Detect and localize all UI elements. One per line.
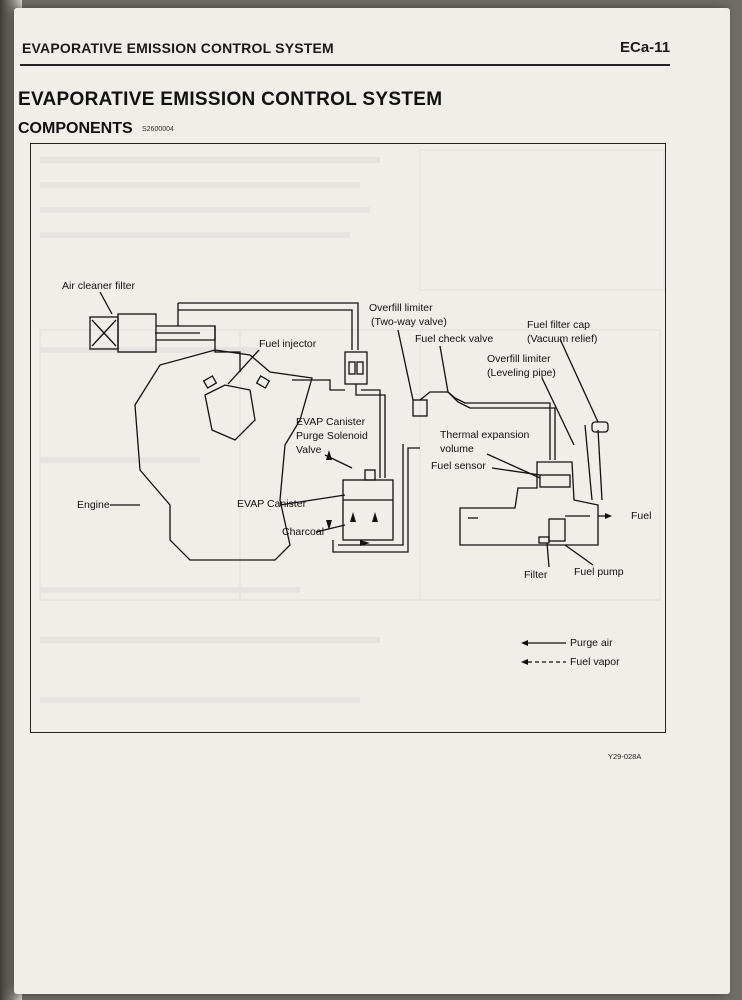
label-fuel: Fuel xyxy=(631,510,652,522)
components-diagram xyxy=(30,143,666,733)
fuel-tank-shape xyxy=(459,461,599,546)
figure-code: Y29-028A xyxy=(608,752,642,761)
label-leveling-pipe: (Leveling pipe) xyxy=(487,367,556,379)
label-evap-canister-purge-3: Valve xyxy=(296,444,322,456)
label-charcoal: Charcoal xyxy=(282,526,325,538)
label-filter: Filter xyxy=(524,569,548,581)
label-evap-canister: EVAP Canister xyxy=(237,498,307,510)
section-code: S2600004 xyxy=(142,126,174,133)
label-fuel-pump: Fuel pump xyxy=(574,566,624,578)
label-fuel-sensor: Fuel sensor xyxy=(431,460,486,472)
two-way-valve-shape xyxy=(412,399,428,417)
label-evap-canister-purge-2: Purge Solenoid xyxy=(296,430,368,442)
fuel-pump-shape xyxy=(548,518,566,542)
label-thermal-expansion: Thermal expansion xyxy=(440,429,530,441)
label-fuel-injector: Fuel injector xyxy=(259,338,317,350)
fuel-filter-cap-shape xyxy=(591,421,609,433)
air-cleaner-filter-shape xyxy=(89,313,216,353)
label-thermal-expansion-volume: volume xyxy=(440,443,474,455)
label-vacuum-relief: (Vacuum relief) xyxy=(527,333,598,345)
label-overfill-limiter-two-way: Overfill limiter xyxy=(369,302,433,314)
page-number: ECa-11 xyxy=(620,39,671,56)
section-subtitle: COMPONENTS xyxy=(18,120,133,137)
label-engine: Engine xyxy=(77,499,110,511)
label-evap-canister-purge-1: EVAP Canister xyxy=(296,416,366,428)
header-rule xyxy=(20,64,670,66)
label-two-way-valve: (Two-way valve) xyxy=(371,316,447,328)
label-air-cleaner-filter: Air cleaner filter xyxy=(62,280,135,292)
label-overfill-limiter-leveling: Overfill limiter xyxy=(487,353,551,365)
legend-fuel-vapor: Fuel vapor xyxy=(570,656,620,668)
engine-shape xyxy=(134,349,313,561)
running-header: EVAPORATIVE EMISSION CONTROL SYSTEM xyxy=(22,40,334,56)
label-fuel-check-valve: Fuel check valve xyxy=(415,333,494,345)
legend-purge-air: Purge air xyxy=(570,637,613,649)
purge-solenoid-shape xyxy=(344,351,368,385)
page-title: EVAPORATIVE EMISSION CONTROL SYSTEM xyxy=(18,89,443,110)
label-fuel-filter-cap: Fuel filter cap xyxy=(527,319,591,331)
evap-canister-shape xyxy=(342,479,394,541)
